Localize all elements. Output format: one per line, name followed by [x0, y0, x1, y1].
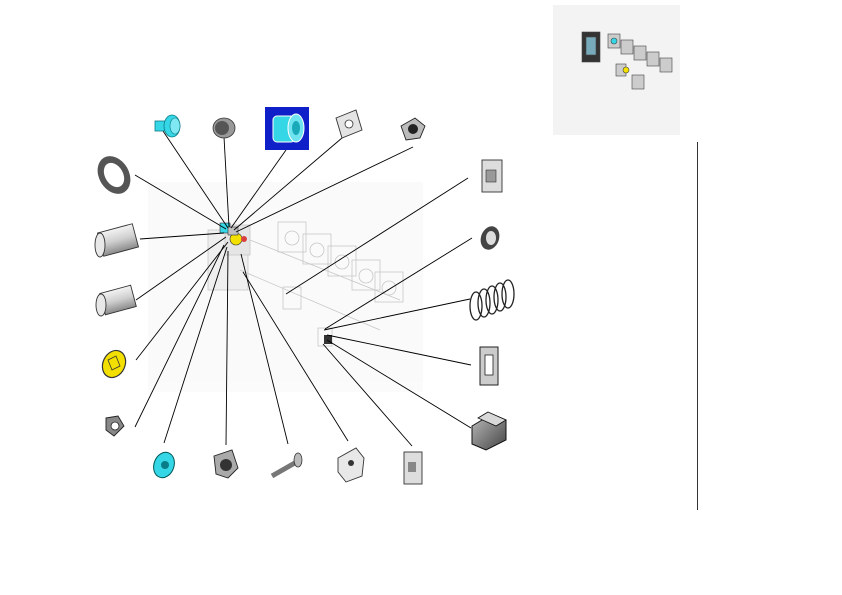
hub-part: [324, 335, 332, 344]
housing-icon[interactable]: [213, 449, 239, 479]
assembly-module: [327, 245, 357, 277]
ring-icon[interactable]: [477, 224, 502, 253]
shaft-icon[interactable]: [270, 452, 303, 479]
central-assembly: [148, 182, 423, 392]
bushing-icon[interactable]: [272, 113, 305, 143]
washer-icon[interactable]: [91, 150, 137, 200]
assembly-module: [351, 259, 381, 291]
square-plate-icon[interactable]: [335, 109, 363, 139]
motor-icon[interactable]: [471, 411, 507, 451]
bracket-icon[interactable]: [400, 117, 426, 141]
thumbnail-assembly: [581, 31, 673, 90]
vertical-divider: [697, 142, 698, 510]
knob-icon[interactable]: [212, 117, 236, 139]
assembly-module: [302, 233, 332, 265]
mount-bracket-icon[interactable]: [481, 159, 503, 193]
assembly-module: [374, 271, 404, 303]
spring-icon[interactable]: [469, 279, 515, 321]
slide-block-icon[interactable]: [403, 451, 423, 485]
assembly-module: [277, 221, 307, 253]
yellow-gear-icon[interactable]: [98, 347, 130, 382]
angle-bracket-icon[interactable]: [337, 447, 365, 483]
leader-lines: [134, 130, 473, 447]
frame-icon[interactable]: [479, 346, 499, 386]
tube-long-icon[interactable]: [94, 223, 140, 258]
tube-short-icon[interactable]: [95, 284, 137, 317]
cyan-gear-icon[interactable]: [150, 449, 178, 480]
pulley-icon[interactable]: [154, 114, 181, 138]
clip-icon[interactable]: [105, 415, 125, 437]
